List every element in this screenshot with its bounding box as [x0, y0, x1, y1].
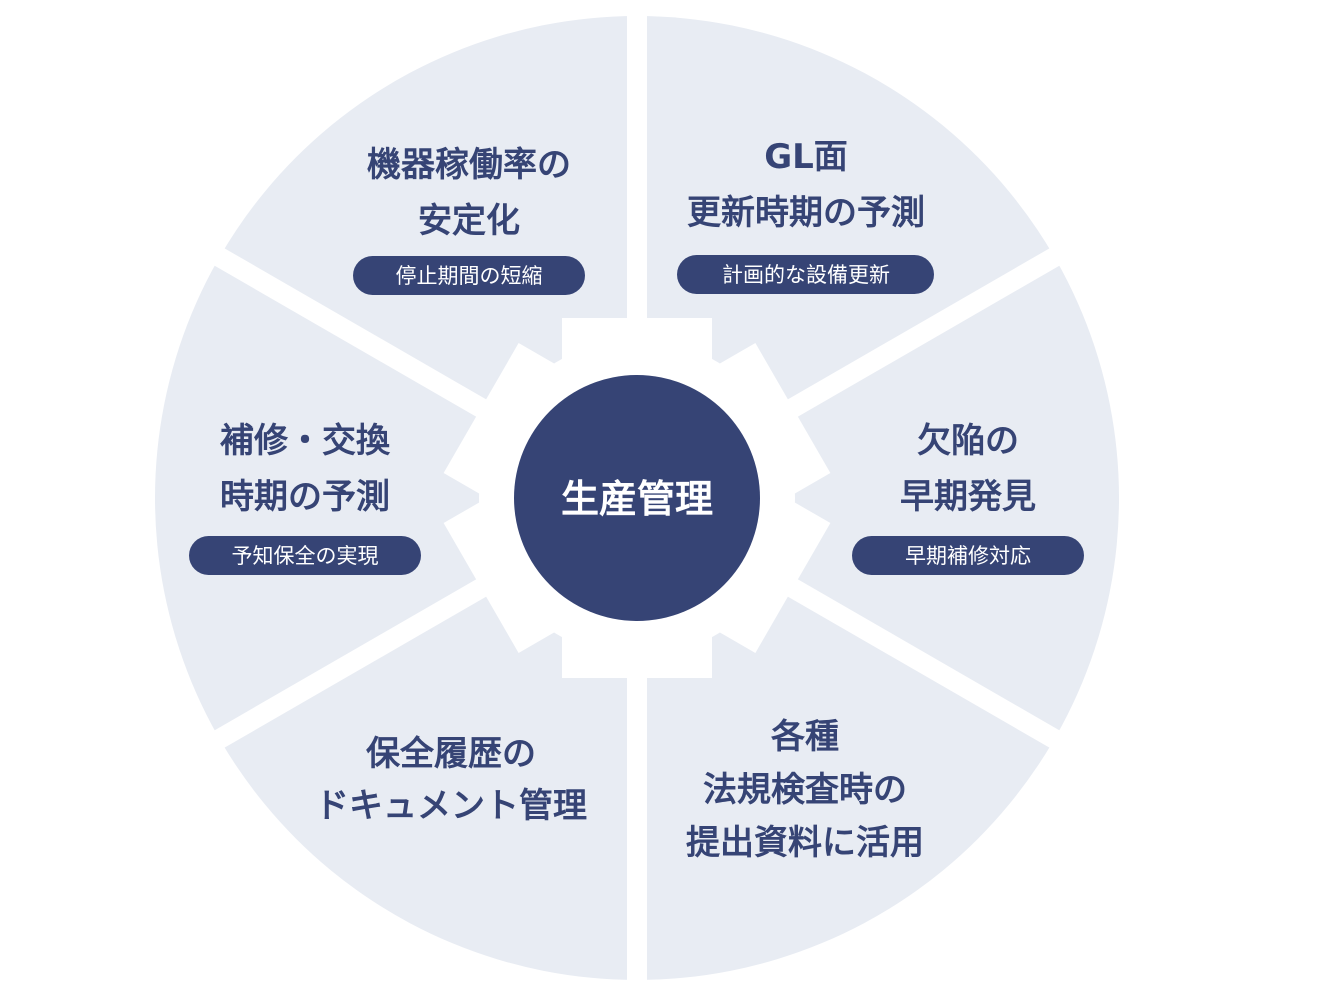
segment-title-line: 更新時期の予測: [687, 193, 925, 233]
segment-tag-pill: [677, 255, 934, 294]
segment-title-line: GL面: [764, 137, 848, 177]
center-label: 生産管理: [561, 477, 713, 521]
segment-tag-label: 停止期間の短縮: [396, 264, 543, 288]
segment-tag-pill: [353, 256, 585, 295]
gear-tooth: [443, 493, 571, 653]
segment-tag-pill: [852, 536, 1084, 575]
segment-title-line: 各種: [771, 717, 839, 757]
segment-left: 補修・交換 時期の予測 予知保全の実現: [189, 421, 421, 575]
segment-title-line: 欠陥の: [917, 421, 1019, 461]
segment-tag-label: 予知保全の実現: [232, 544, 379, 568]
gear-tooth: [443, 343, 571, 503]
segment-title-line: 法規検査時の: [703, 770, 907, 810]
segment-dividers: [192, 0, 1082, 991]
segment-title-line: 提出資料に活用: [686, 823, 924, 863]
segment-title-line: 保全履歴の: [366, 734, 536, 774]
segment-tag-pill: [189, 536, 421, 575]
segment-top-right: GL面 更新時期の予測 計画的な設備更新: [677, 137, 934, 294]
segment-right: 欠陥の 早期発見 早期補修対応: [852, 421, 1084, 575]
segment-tag-label: 計画的な設備更新: [722, 263, 890, 287]
segment-title-line: 早期発見: [900, 477, 1036, 517]
segment-title-line: 機器稼働率の: [367, 145, 571, 185]
center-hub: [514, 375, 760, 621]
segment-top-left: 機器稼働率の 安定化 停止期間の短縮: [353, 145, 585, 295]
segment-title-line: 時期の予測: [220, 477, 390, 517]
segment-bottom-right: 各種 法規検査時の 提出資料に活用: [686, 717, 924, 863]
segment-title-line: 補修・交換: [220, 421, 391, 461]
segment-title-line: ドキュメント管理: [315, 786, 587, 826]
segment-bottom-left: 保全履歴の ドキュメント管理: [315, 734, 587, 826]
gear-tooth: [562, 618, 712, 678]
gear-tooth: [703, 343, 831, 503]
segment-tag-label: 早期補修対応: [905, 544, 1031, 568]
gear-tooth: [562, 318, 712, 378]
segment-title-line: 安定化: [418, 201, 520, 241]
gear-tooth: [703, 493, 831, 653]
